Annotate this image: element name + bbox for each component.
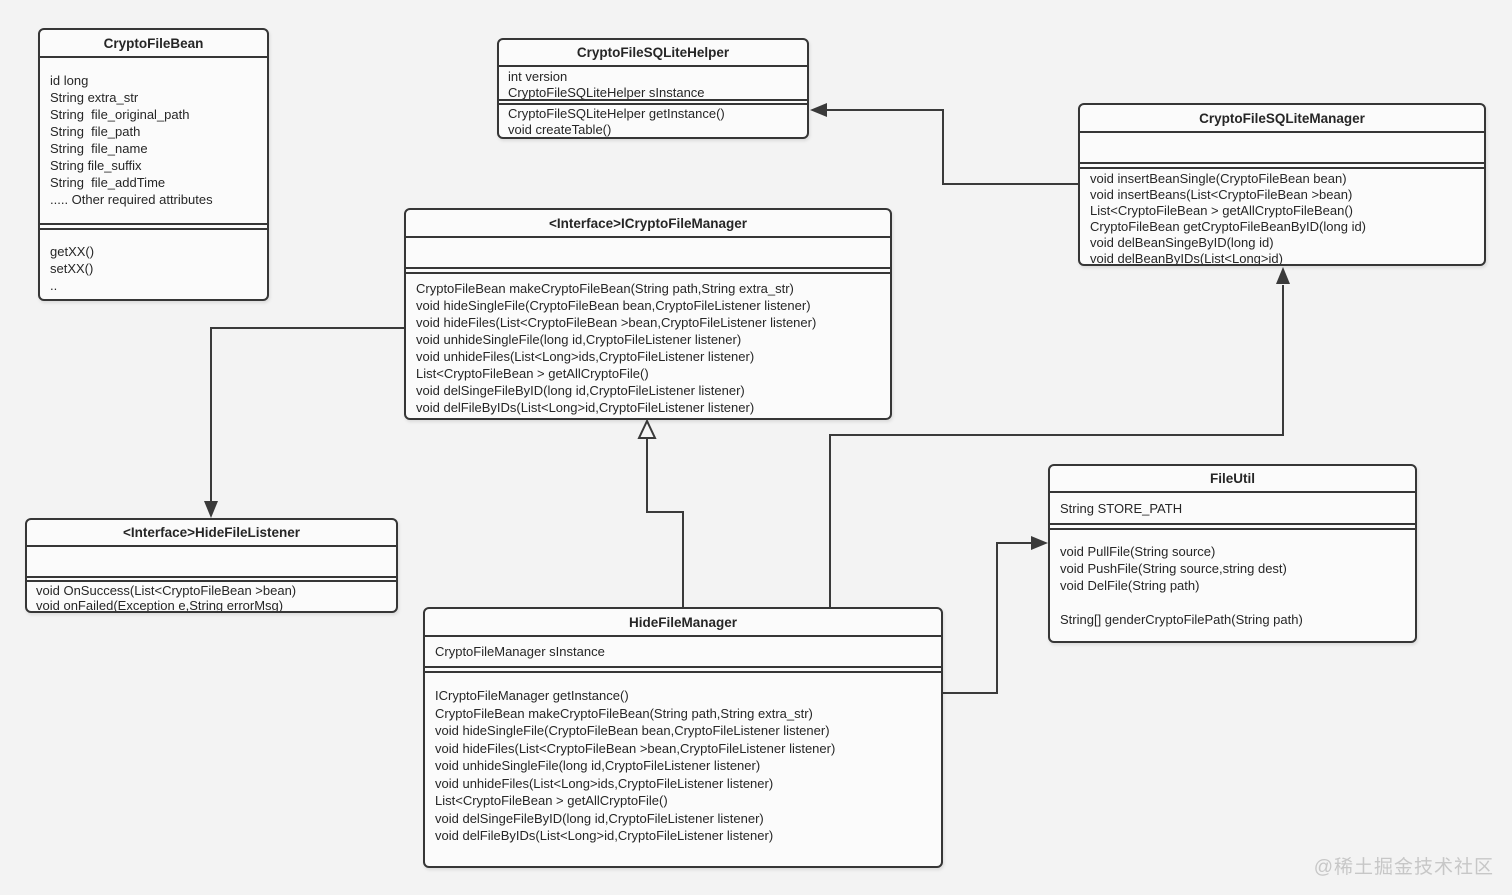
member-row: void delBeanSingeByID(long id) bbox=[1090, 235, 1274, 250]
arrowhead-into-sqlitehelper bbox=[810, 103, 827, 117]
member-row: void hideSingleFile(CryptoFileBean bean,… bbox=[416, 298, 811, 313]
class-fileutil: FileUtil String STORE_PATH void PullFile… bbox=[1048, 464, 1417, 643]
member-row: CryptoFileSQLiteHelper sInstance bbox=[508, 85, 705, 100]
association-hidefilemanager-to-fileutil bbox=[943, 542, 1032, 694]
member-row: void OnSuccess(List<CryptoFileBean >bean… bbox=[36, 583, 297, 598]
member-row: ICryptoFileManager getInstance() bbox=[435, 688, 629, 703]
member-row: .. bbox=[50, 278, 58, 293]
methods-cryptofilebean: getXX() setXX().. bbox=[40, 228, 267, 299]
member-row: void PullFile(String source) bbox=[1060, 544, 1216, 559]
attributes-cryptofilesqlitemanager bbox=[1080, 133, 1484, 164]
class-title-hidefilemanager: HideFileManager bbox=[425, 609, 941, 637]
member-row: String file_suffix bbox=[50, 158, 142, 173]
methods-cryptofilesqlitemanager: void insertBeanSingle(CryptoFileBean bea… bbox=[1080, 167, 1484, 264]
member-row: ..... Other required attributes bbox=[50, 192, 213, 207]
member-row: void hideSingleFile(CryptoFileBean bean,… bbox=[435, 723, 830, 738]
realization-hidefilemanager-to-icryptofilemanager bbox=[646, 437, 684, 607]
member-row: void hideFiles(List<CryptoFileBean >bean… bbox=[435, 740, 836, 756]
member-row: void onFailed(Exception e,String errorMs… bbox=[36, 598, 284, 611]
member-row: void delSingeFileByID(long id,CryptoFile… bbox=[435, 810, 764, 826]
class-hidefilelistener: <Interface>HideFileListener void OnSucce… bbox=[25, 518, 398, 613]
association-icryptofilemanager-to-hidefilelistener bbox=[210, 327, 404, 502]
member-row: void delSingeFileByID(long id,CryptoFile… bbox=[416, 383, 745, 398]
member-row: String file_addTime bbox=[50, 175, 166, 190]
member-row: void delFileByIDs(List<Long>id,CryptoFil… bbox=[416, 400, 755, 415]
member-row: void unhideSingleFile(long id,CryptoFile… bbox=[416, 332, 742, 347]
member-row: void DelFile(String path) bbox=[1060, 578, 1200, 593]
member-row: String file_name bbox=[50, 141, 148, 156]
member-row: CryptoFileBean makeCryptoFileBean(String… bbox=[435, 705, 813, 721]
class-cryptofilesqlitemanager: CryptoFileSQLiteManager void insertBeanS… bbox=[1078, 103, 1486, 266]
attributes-hidefilemanager: CryptoFileManager sInstance bbox=[425, 637, 941, 668]
member-row: void delFileByIDs(List<Long>id,CryptoFil… bbox=[435, 828, 774, 843]
methods-hidefilemanager: ICryptoFileManager getInstance() CryptoFi… bbox=[425, 671, 941, 866]
member-row: String[] genderCryptoFilePath(String pat… bbox=[1060, 612, 1303, 627]
member-row: List<CryptoFileBean > getAllCryptoFileBe… bbox=[1090, 203, 1354, 218]
watermark-text: @稀土掘金技术社区 bbox=[1313, 857, 1494, 878]
arrowhead-into-fileutil bbox=[1031, 536, 1048, 550]
member-row: void unhideFiles(List<Long>ids,CryptoFil… bbox=[435, 775, 774, 791]
methods-cryptofilesqlitehelper: CryptoFileSQLiteHelper getInstance()void… bbox=[499, 103, 807, 137]
member-row: id long bbox=[50, 73, 89, 88]
member-row: void insertBeans(List<CryptoFileBean >be… bbox=[1090, 187, 1353, 202]
class-title-cryptofilesqlitemanager: CryptoFileSQLiteManager bbox=[1080, 105, 1484, 133]
member-row: CryptoFileBean makeCryptoFileBean(String… bbox=[416, 281, 794, 296]
member-row: void hideFiles(List<CryptoFileBean >bean… bbox=[416, 315, 817, 330]
member-row: String file_path bbox=[50, 124, 141, 139]
member-row: int version bbox=[508, 69, 568, 84]
member-row: void PushFile(String source,string dest) bbox=[1060, 561, 1287, 576]
class-hidefilemanager: HideFileManager CryptoFileManager sInsta… bbox=[423, 607, 943, 868]
attributes-fileutil: String STORE_PATH bbox=[1050, 493, 1415, 525]
member-row: getXX() bbox=[50, 244, 95, 259]
class-title-cryptofilebean: CryptoFileBean bbox=[40, 30, 267, 58]
member-row: CryptoFileBean getCryptoFileBeanByID(lon… bbox=[1090, 219, 1367, 234]
attributes-hidefilelistener bbox=[27, 547, 396, 578]
methods-icryptofilemanager: CryptoFileBean makeCryptoFileBean(String… bbox=[406, 272, 890, 418]
member-row: CryptoFileManager sInstance bbox=[435, 644, 605, 659]
member-row: String file_original_path bbox=[50, 107, 190, 122]
member-row: void insertBeanSingle(CryptoFileBean bea… bbox=[1090, 171, 1347, 186]
class-icryptofilemanager: <Interface>ICryptoFileManager CryptoFile… bbox=[404, 208, 892, 420]
member-row: void createTable() bbox=[508, 122, 612, 137]
class-title-cryptofilesqlitehelper: CryptoFileSQLiteHelper bbox=[499, 40, 807, 67]
class-title-fileutil: FileUtil bbox=[1050, 466, 1415, 493]
class-title-icryptofilemanager: <Interface>ICryptoFileManager bbox=[406, 210, 890, 238]
class-title-hidefilelistener: <Interface>HideFileListener bbox=[27, 520, 396, 547]
arrowhead-into-hidefilelistener bbox=[204, 501, 218, 518]
hollow-arrowhead-into-icryptofilemanager bbox=[637, 418, 657, 439]
member-row: CryptoFileSQLiteHelper getInstance() bbox=[508, 106, 725, 121]
arrowhead-into-sqlitemanager bbox=[1276, 267, 1290, 284]
methods-hidefilelistener: void OnSuccess(List<CryptoFileBean >bean… bbox=[27, 580, 396, 611]
member-row: void unhideFiles(List<Long>ids,CryptoFil… bbox=[416, 349, 755, 364]
association-sqlitemanager-to-sqlitehelper bbox=[826, 109, 1078, 185]
member-row: String extra_str bbox=[50, 90, 139, 105]
member-row: List<CryptoFileBean > getAllCryptoFile() bbox=[435, 793, 668, 808]
attributes-icryptofilemanager bbox=[406, 238, 890, 269]
member-row: List<CryptoFileBean > getAllCryptoFile() bbox=[416, 366, 649, 381]
member-row: setXX() bbox=[50, 261, 94, 276]
member-row: String STORE_PATH bbox=[1060, 501, 1183, 516]
member-row bbox=[1060, 594, 1405, 611]
member-row: void unhideSingleFile(long id,CryptoFile… bbox=[435, 758, 761, 773]
methods-fileutil: void PullFile(String source) void PushFil… bbox=[1050, 528, 1415, 641]
member-row: void delBeanByIDs(List<Long>id) bbox=[1090, 251, 1283, 264]
